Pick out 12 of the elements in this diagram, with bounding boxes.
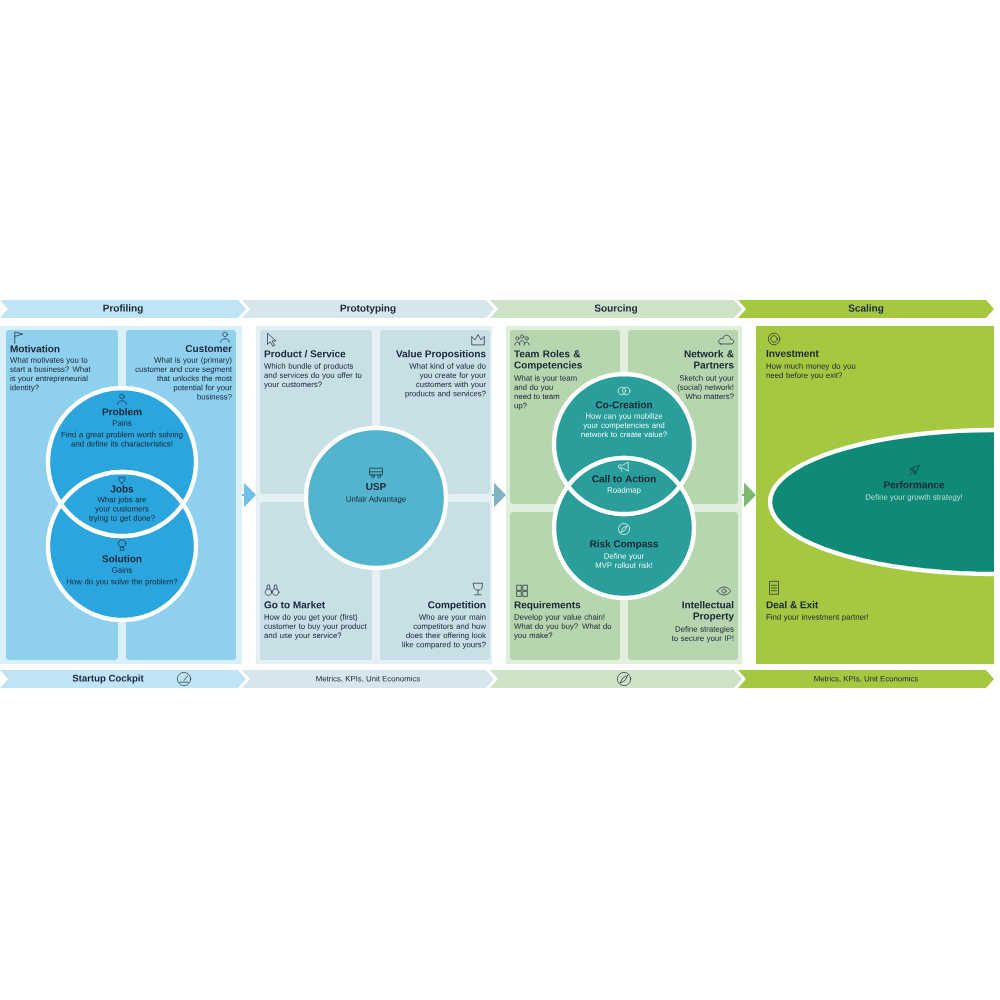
footer-band: [0, 670, 246, 688]
header-band: [738, 300, 994, 318]
footer-band: [490, 670, 742, 688]
topic-circle: [303, 425, 449, 571]
footer-band: [242, 670, 494, 688]
header-band: [490, 300, 742, 318]
footer-band: [738, 670, 994, 688]
overlap-lens: [58, 469, 186, 539]
header-band: [0, 300, 246, 318]
header-band: [242, 300, 494, 318]
overlap-lens: [565, 455, 683, 517]
oval-shape: [767, 427, 995, 577]
